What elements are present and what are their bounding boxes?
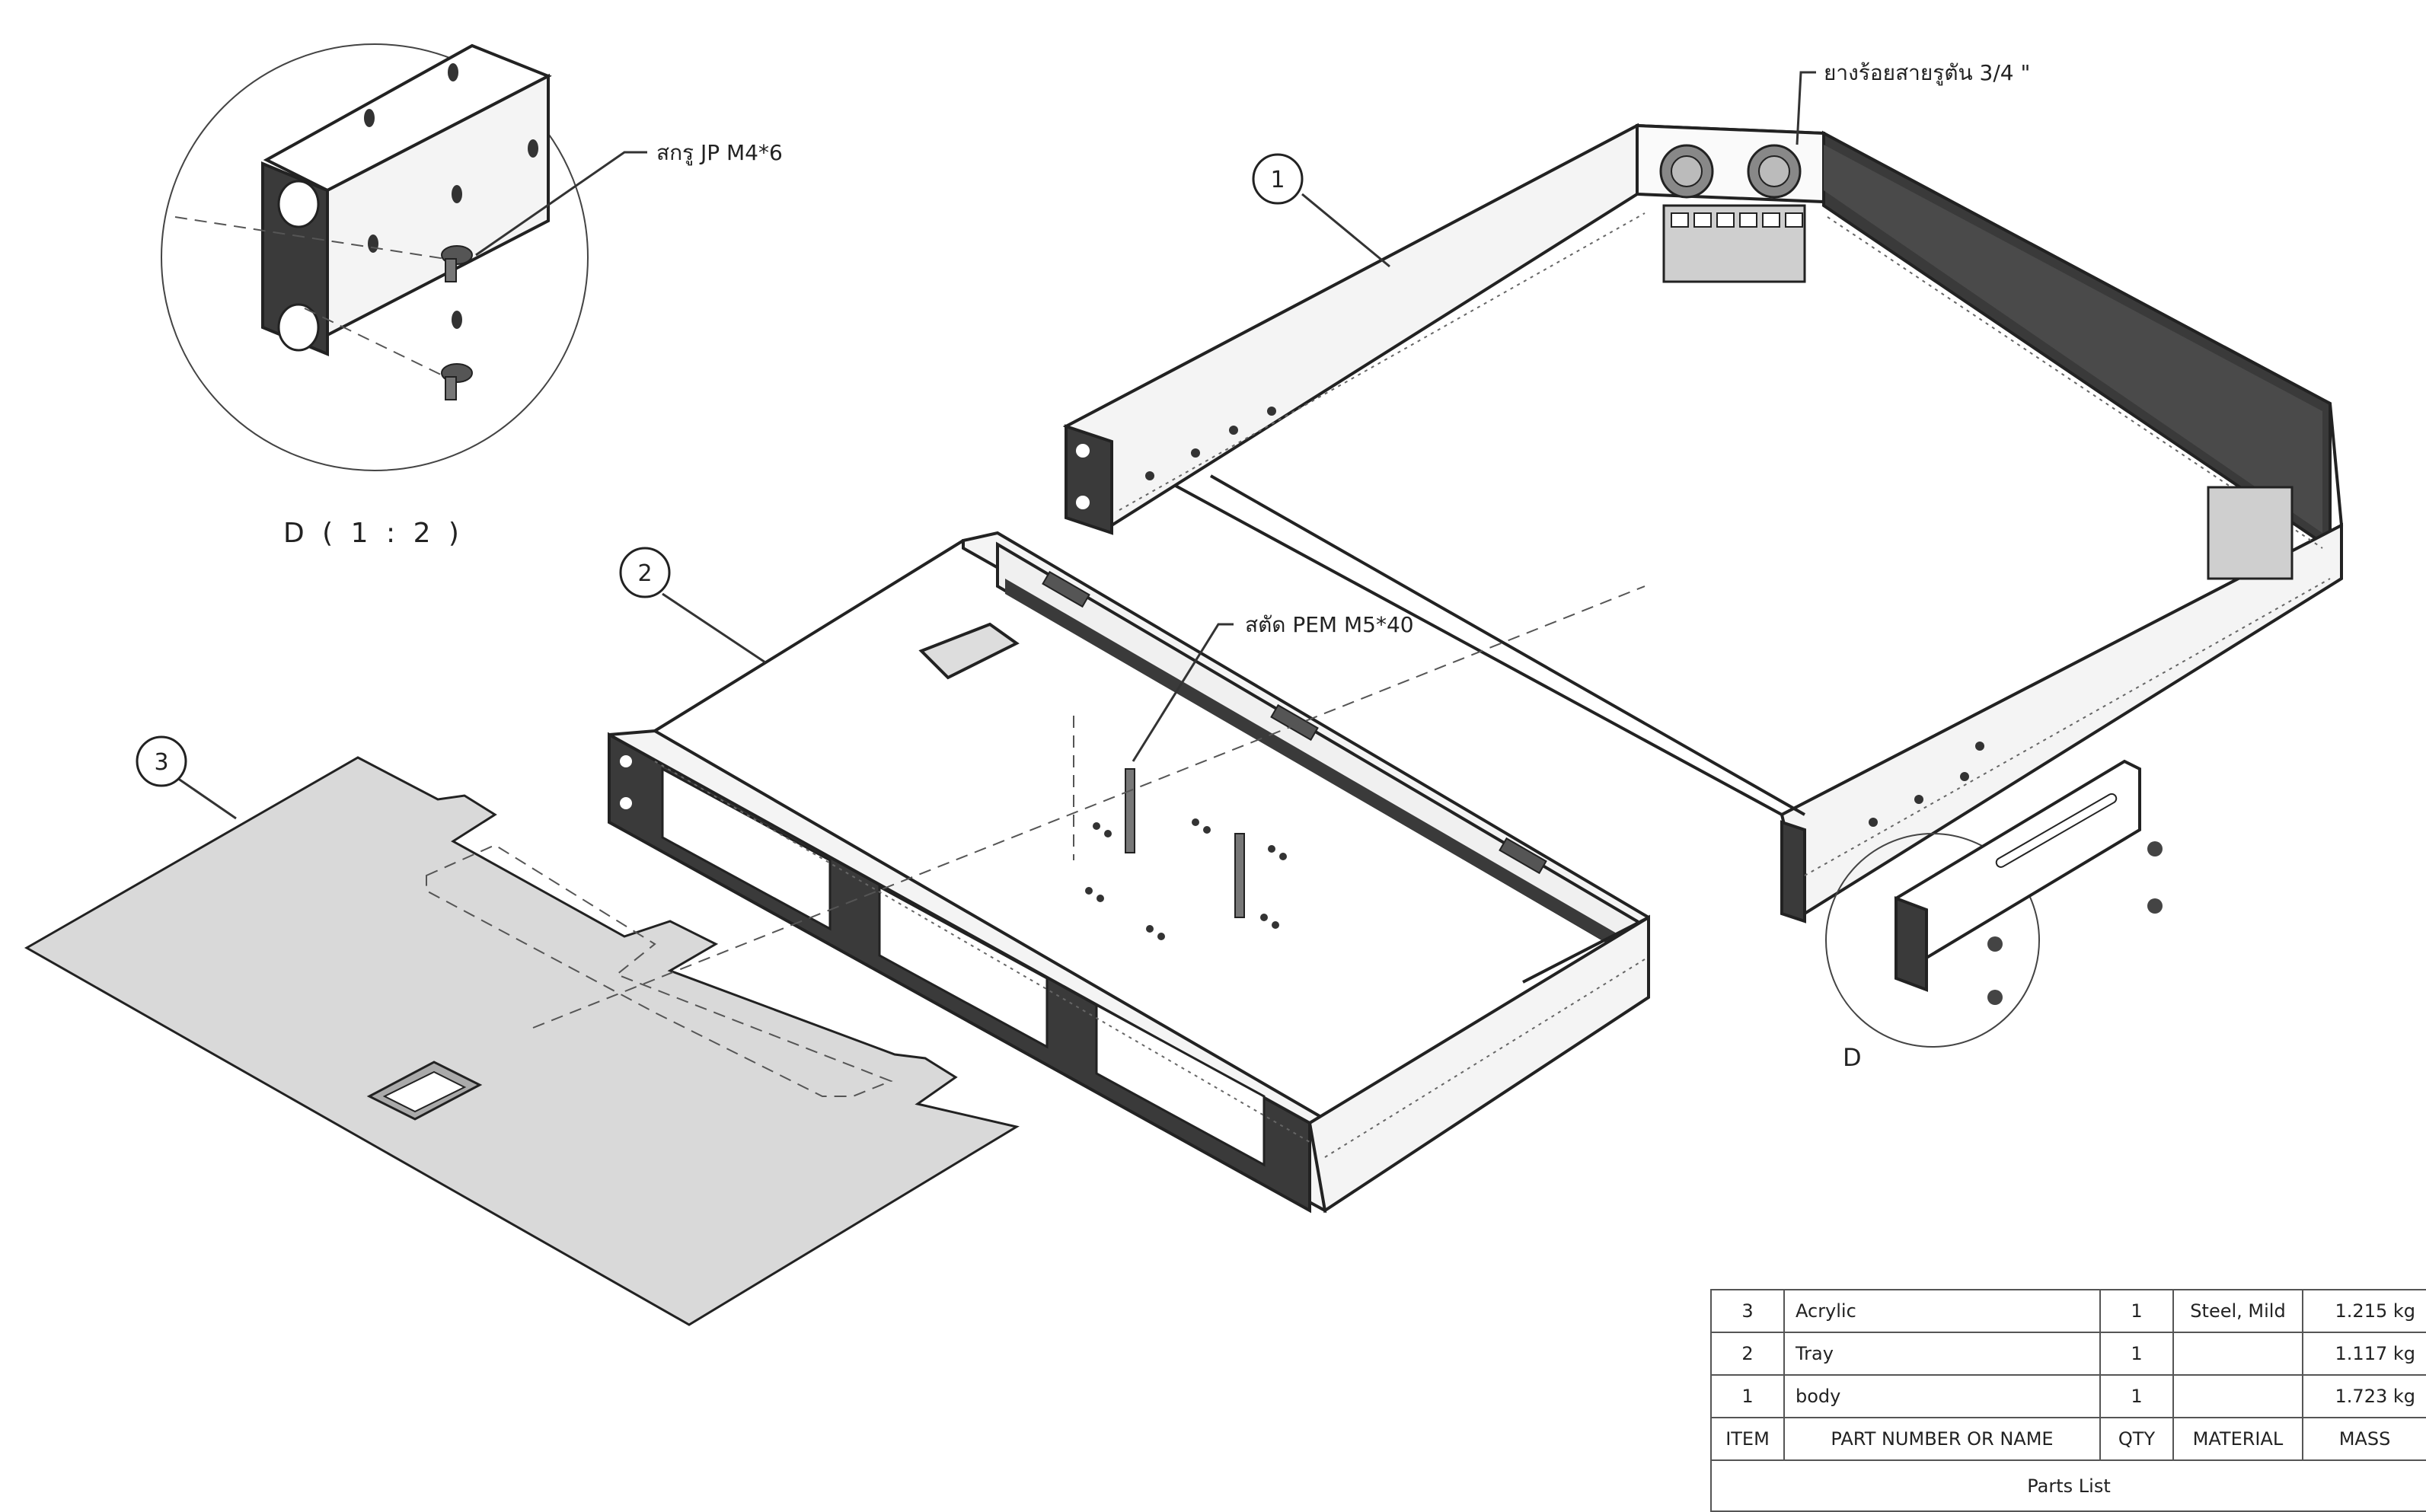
table-title-row: Parts List [1710, 1459, 2426, 1512]
terminal-block-icon [1662, 204, 1806, 283]
header-qty: QTY [2099, 1417, 2174, 1461]
cell-qty: 1 [2099, 1374, 2174, 1418]
table-row: 2 Tray 1 1.117 kg [1710, 1332, 2426, 1376]
screw-icon [1987, 990, 2003, 1005]
detail-view-d-magnified [161, 43, 647, 471]
fixture-icon [366, 1061, 483, 1121]
screw-icon [441, 363, 473, 400]
header-mass: MASS [2302, 1417, 2426, 1461]
detail-scale-label: D ( 1 : 2 ) [283, 518, 464, 549]
stud-icon [1125, 768, 1135, 853]
parts-list-title: Parts List [1710, 1459, 2426, 1512]
header-material: MATERIAL [2172, 1417, 2303, 1461]
cell-material [2172, 1332, 2303, 1376]
cell-item: 2 [1710, 1332, 1785, 1376]
part-tray [608, 531, 1650, 1214]
side-terminal-block [2207, 486, 2294, 580]
header-item: ITEM [1710, 1417, 1785, 1461]
screw-icon [2147, 898, 2163, 914]
cell-qty: 1 [2099, 1332, 2174, 1376]
cell-mass: 1.215 kg [2302, 1289, 2426, 1333]
screw-icon [441, 245, 473, 282]
screw-annotation: สกรู JP M4*6 [656, 140, 783, 166]
callout-item-3: 3 [136, 735, 187, 787]
callout-item-2: 2 [619, 547, 671, 598]
part-acrylic [24, 756, 1020, 1326]
stud-icon [1234, 833, 1245, 918]
cell-name: body [1783, 1374, 2101, 1418]
cell-material: Steel, Mild [2172, 1289, 2303, 1333]
grommet-icon [1659, 144, 1714, 199]
cell-name: Acrylic [1783, 1289, 2101, 1333]
svg-text:2: 2 [637, 560, 652, 587]
grommet-annotation: ยางร้อยสายรูตัน 3/4 " [1824, 60, 2030, 86]
table-header-row: ITEM PART NUMBER OR NAME QTY MATERIAL MA… [1710, 1417, 2426, 1461]
stud-annotation: สตัด PEM M5*40 [1245, 612, 1414, 637]
cell-material [2172, 1374, 2303, 1418]
detail-label: D [1843, 1043, 1862, 1072]
cell-item: 1 [1710, 1374, 1785, 1418]
assembly-axis-line [532, 585, 1646, 1029]
svg-text:3: 3 [154, 749, 168, 776]
cell-mass: 1.117 kg [2302, 1332, 2426, 1376]
callout-item-1: 1 [1252, 153, 1304, 205]
svg-text:1: 1 [1270, 167, 1285, 193]
screw-icon [1987, 936, 2003, 952]
cell-item: 3 [1710, 1289, 1785, 1333]
detail-view-d-source [1825, 759, 2163, 1048]
parts-list-table: 3 Acrylic 1 Steel, Mild 1.215 kg 2 Tray … [1710, 1289, 2426, 1512]
screw-icon [2147, 841, 2163, 856]
cell-qty: 1 [2099, 1289, 2174, 1333]
part-body [1062, 71, 2344, 923]
cell-mass: 1.723 kg [2302, 1374, 2426, 1418]
cell-name: Tray [1783, 1332, 2101, 1376]
table-row: 1 body 1 1.723 kg [1710, 1374, 2426, 1418]
table-row: 3 Acrylic 1 Steel, Mild 1.215 kg [1710, 1289, 2426, 1333]
header-part-name: PART NUMBER OR NAME [1783, 1417, 2101, 1461]
grommet-icon [1747, 144, 1802, 199]
